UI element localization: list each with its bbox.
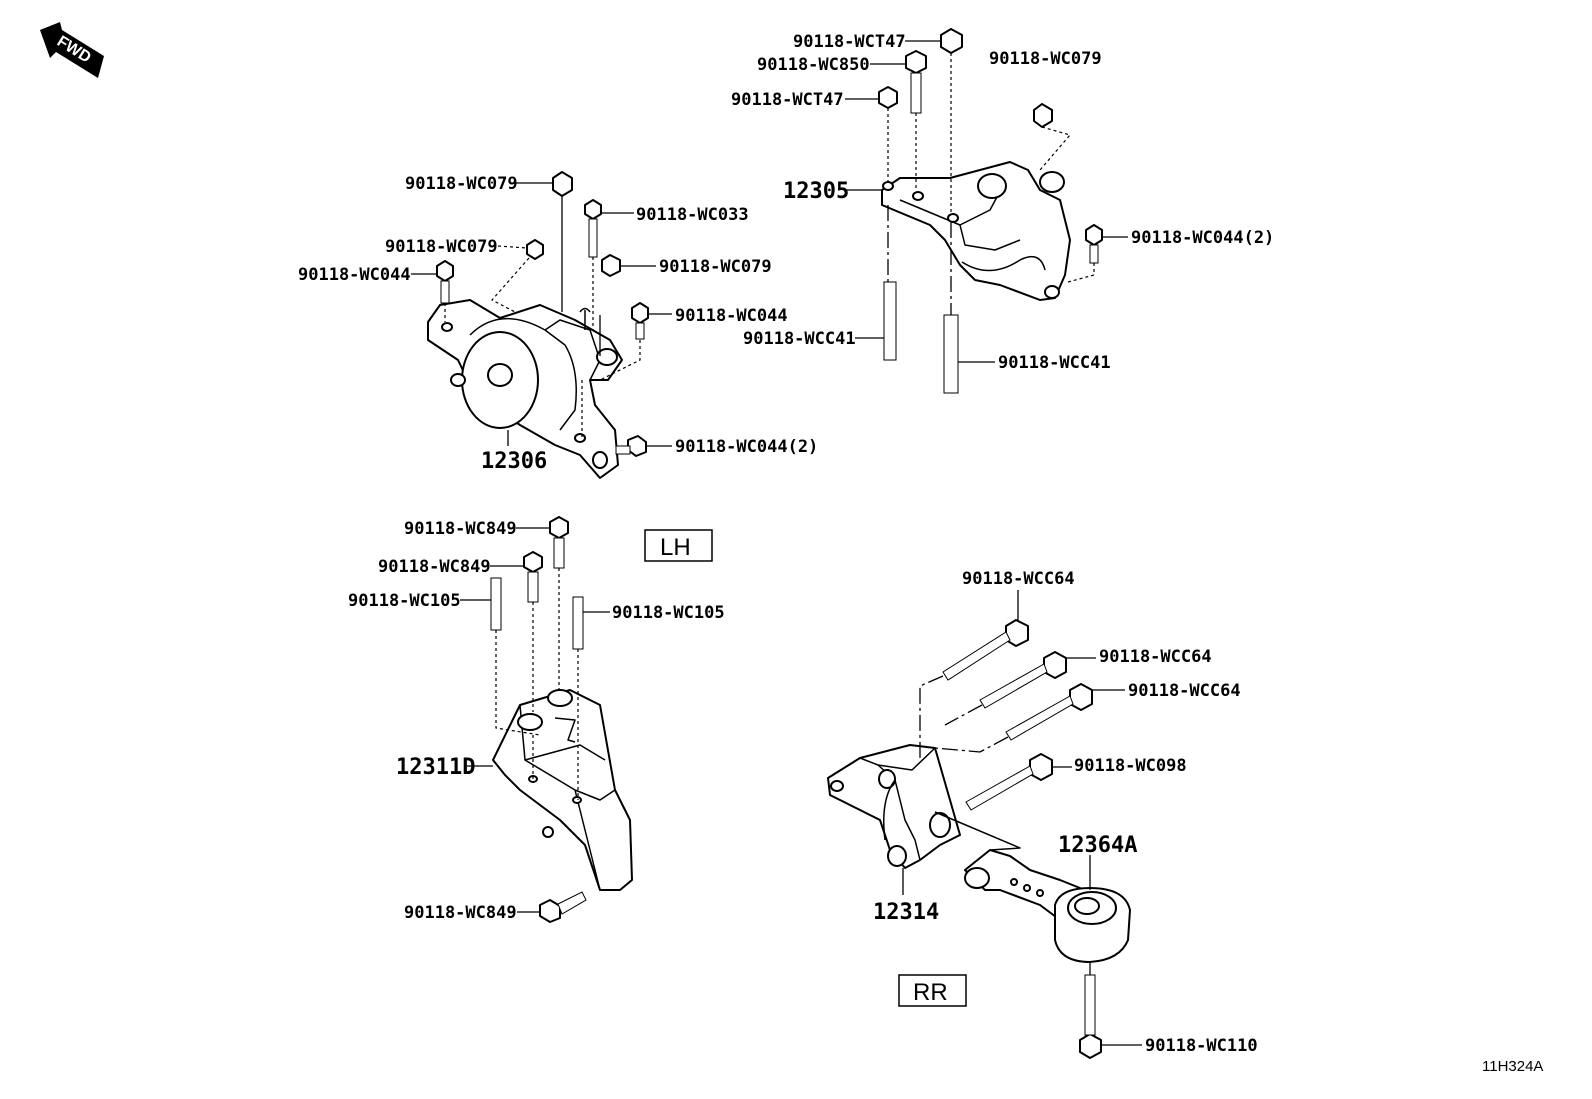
- forward-arrow-icon: FWD: [40, 22, 104, 78]
- part-12305-drawing: [845, 28, 1128, 394]
- nut-icon: [526, 239, 544, 260]
- callout-90118-wc098: 90118-WC098: [1074, 756, 1187, 776]
- callout-90118-wcc64: 90118-WCC64: [962, 569, 1075, 589]
- part-12311d-drawing: [460, 516, 633, 923]
- nut-icon: [878, 86, 898, 109]
- part-number-12306: 12306: [481, 449, 547, 474]
- bolt-icon: [979, 651, 1067, 709]
- callout-90118-wc079: 90118-WC079: [659, 257, 772, 277]
- part-12314-drawing: [827, 744, 961, 869]
- callout-90118-wc849: 90118-WC849: [404, 903, 517, 923]
- section-lh-label: LH: [660, 534, 691, 561]
- part-12306-drawing: [411, 171, 672, 479]
- callout-90118-wc849: 90118-WC849: [378, 557, 491, 577]
- nut-icon: [552, 171, 573, 197]
- callout-90118-wc044-2: 90118-WC044(2): [1131, 228, 1274, 248]
- bolt-icon: [615, 435, 647, 457]
- callout-90118-wc033: 90118-WC033: [636, 205, 749, 225]
- callout-90118-wc044: 90118-WC044: [675, 306, 788, 326]
- callout-90118-wc079: 90118-WC079: [405, 174, 518, 194]
- bolt-icon: [436, 260, 454, 304]
- callout-90118-wc849: 90118-WC849: [404, 519, 517, 539]
- callout-90118-wc850: 90118-WC850: [757, 55, 870, 75]
- stud-icon: [572, 596, 584, 650]
- bolt-icon: [584, 199, 602, 258]
- callout-90118-wc079: 90118-WC079: [989, 49, 1102, 69]
- bolt-icon: [631, 302, 649, 340]
- stud-icon: [490, 577, 502, 631]
- bolt-icon: [523, 551, 543, 603]
- section-lh-box: LH: [644, 529, 713, 562]
- section-rr-box: RR: [898, 974, 967, 1007]
- callout-90118-wct47: 90118-WCT47: [793, 32, 906, 52]
- nut-icon: [940, 28, 963, 54]
- stud-icon: [883, 281, 897, 361]
- callout-90118-wcc64: 90118-WCC64: [1099, 647, 1212, 667]
- part-number-12364a: 12364A: [1058, 833, 1137, 858]
- callout-90118-wc044: 90118-WC044: [298, 265, 411, 285]
- catalog-code: 11H324A: [1482, 1058, 1543, 1075]
- bolt-icon: [942, 619, 1029, 681]
- bolt-icon: [965, 753, 1053, 811]
- callout-90118-wc110: 90118-WC110: [1145, 1036, 1258, 1056]
- part-12364a-drawing: [934, 811, 1131, 963]
- part-number-12305: 12305: [783, 179, 849, 204]
- nut-icon: [601, 254, 621, 277]
- section-rr-label: RR: [913, 979, 948, 1006]
- part-number-12314: 12314: [873, 900, 939, 925]
- bolt-icon: [1005, 683, 1093, 741]
- callout-90118-wcc41: 90118-WCC41: [743, 329, 856, 349]
- part-12314-hardware: [902, 590, 1142, 1059]
- bolt-icon: [1085, 224, 1103, 264]
- callout-90118-wct47: 90118-WCT47: [731, 90, 844, 110]
- bolt-icon: [549, 516, 569, 569]
- part-number-12311d: 12311D: [396, 755, 475, 780]
- callout-90118-wcc41: 90118-WCC41: [998, 353, 1111, 373]
- bolt-icon: [905, 50, 927, 114]
- stud-icon: [943, 314, 959, 394]
- callout-90118-wc079: 90118-WC079: [385, 237, 498, 257]
- bolt-icon: [539, 891, 587, 923]
- callout-90118-wcc64: 90118-WCC64: [1128, 681, 1241, 701]
- nut-icon: [1033, 103, 1053, 128]
- callout-90118-wc105: 90118-WC105: [612, 603, 725, 623]
- bolt-icon: [1079, 974, 1102, 1059]
- callout-90118-wc105: 90118-WC105: [348, 591, 461, 611]
- callout-90118-wc044-2: 90118-WC044(2): [675, 437, 818, 457]
